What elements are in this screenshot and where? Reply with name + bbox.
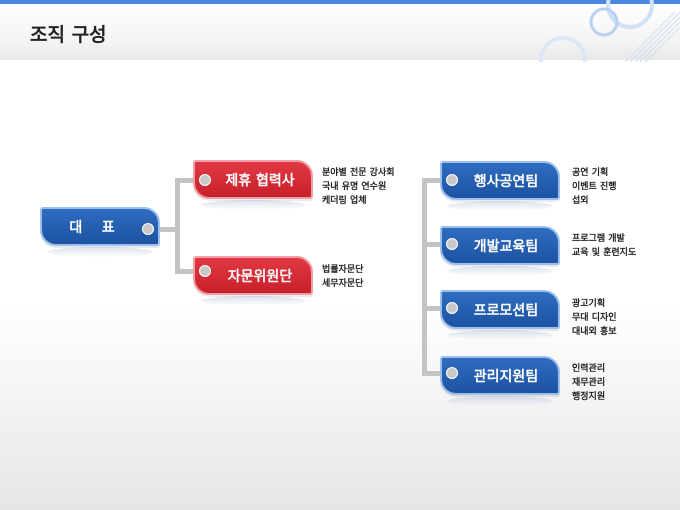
top-accent-bar — [0, 0, 680, 4]
unit-label: 제휴 협력사 — [225, 172, 295, 189]
list-item: 광고기획 — [572, 299, 606, 309]
list-item: 공연 기획 — [572, 168, 609, 178]
team-label: 관리지원팀 — [473, 368, 539, 385]
team-label: 개발교육팀 — [473, 238, 539, 255]
list-item: 세무자문단 — [322, 279, 364, 289]
team-box-promotion[interactable]: 프로모션팀 — [440, 290, 560, 340]
list-item: 섭외 — [572, 196, 589, 206]
team-box-development[interactable]: 개발교육팀 — [440, 226, 560, 276]
connector — [175, 178, 205, 183]
header — [0, 4, 680, 60]
connector-dot — [446, 238, 458, 250]
decorative-circles-icon — [539, 0, 680, 62]
list-item: 법률자문단 — [322, 265, 364, 275]
team-items: 공연 기획 이벤트 진행 섭외 — [572, 166, 617, 208]
unit-label: 자문위원단 — [227, 268, 293, 285]
list-item: 프로그램 개발 — [572, 234, 625, 244]
connector — [150, 227, 180, 232]
list-item: 분야별 전문 강사회 — [322, 168, 395, 178]
list-item: 인력관리 — [572, 364, 606, 374]
connector-dot — [446, 302, 458, 314]
team-label: 행사공연팀 — [473, 173, 539, 190]
team-items: 프로그램 개발 교육 및 훈련지도 — [572, 232, 636, 260]
team-label: 프로모션팀 — [473, 302, 539, 319]
unit-items: 분야별 전문 강사회 국내 유명 연수원 케더링 업체 — [322, 166, 395, 208]
list-item: 교육 및 훈련지도 — [572, 248, 637, 258]
connector-dot — [199, 265, 211, 277]
unit-box-advisory[interactable]: 자문위원단 — [193, 256, 313, 306]
connector-dot — [142, 223, 154, 235]
team-items: 인력관리 재무관리 행정지원 — [572, 362, 605, 404]
unit-box-partners[interactable]: 제휴 협력사 — [193, 160, 313, 210]
connector — [422, 371, 452, 376]
page-title: 조직 구성 — [30, 24, 107, 46]
list-item: 재무관리 — [572, 378, 606, 388]
team-box-events[interactable]: 행사공연팀 — [440, 161, 560, 211]
connector — [422, 242, 452, 247]
connector — [422, 306, 452, 311]
connector-dot — [199, 174, 211, 186]
team-box-management[interactable]: 관리지원팀 — [440, 356, 560, 406]
connector — [175, 269, 205, 274]
list-item: 대내외 홍보 — [572, 327, 617, 337]
connector — [422, 178, 452, 183]
list-item: 이벤트 진행 — [572, 182, 617, 192]
list-item: 케더링 업체 — [322, 196, 367, 206]
list-item: 국내 유명 연수원 — [322, 182, 387, 192]
team-items: 광고기획 무대 디자인 대내외 홍보 — [572, 297, 617, 339]
ceo-label: 대 표 — [69, 219, 115, 236]
list-item: 행정지원 — [572, 392, 606, 402]
connector — [175, 178, 180, 274]
ceo-box[interactable]: 대 표 — [40, 207, 160, 257]
connector-dot — [446, 367, 458, 379]
connector — [422, 178, 427, 376]
connector-dot — [446, 174, 458, 186]
unit-items: 법률자문단 세무자문단 — [322, 263, 363, 291]
list-item: 무대 디자인 — [572, 313, 617, 323]
